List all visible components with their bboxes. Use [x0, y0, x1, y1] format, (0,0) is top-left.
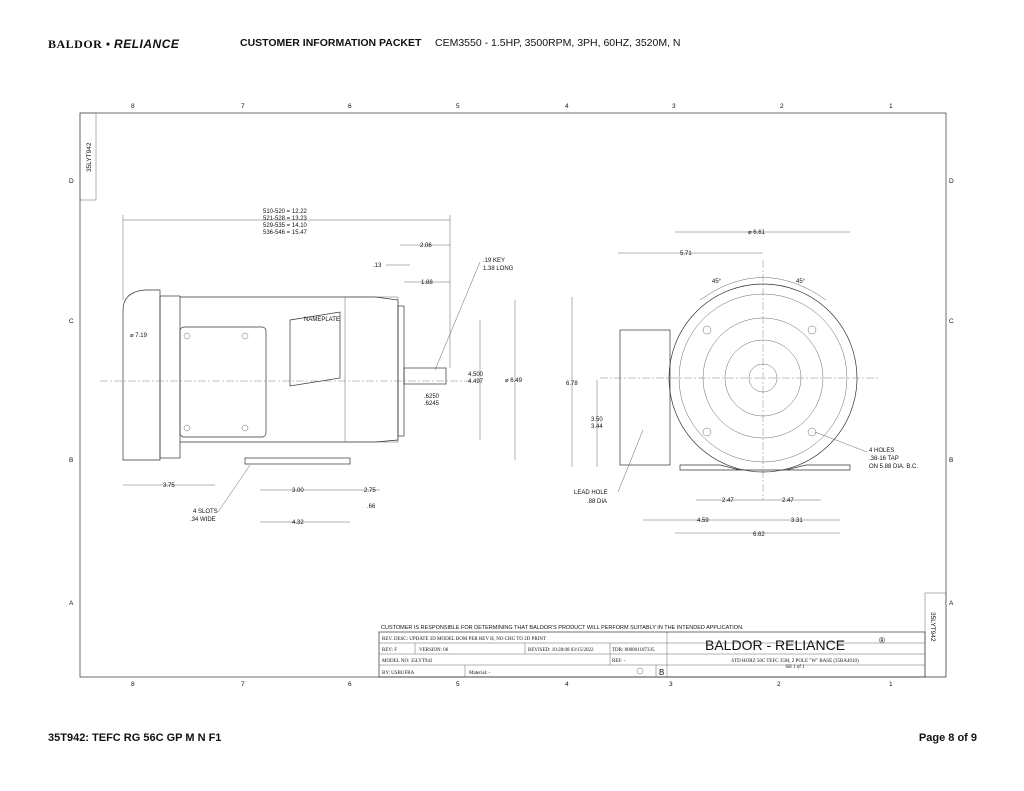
rev: REV: F [382, 648, 397, 653]
zone-letter: D [69, 178, 74, 185]
title-block: CUSTOMER IS RESPONSIBLE FOR DETERMINING … [378, 625, 926, 678]
product-description: CEM3550 - 1.5HP, 3500RPM, 3PH, 60HZ, 352… [435, 37, 681, 49]
zone-number: 3 [672, 103, 676, 110]
angle-label: 45° [796, 279, 806, 285]
sheet-number: SH 1 of 1 [785, 665, 805, 670]
material: Material: - [469, 671, 491, 676]
dim-label: 4.59 [697, 518, 709, 524]
holes-bc-label: ON 5.88 DIA. B.C. [869, 464, 918, 470]
dim-label: 3.31 [791, 518, 803, 524]
zone-number: 5 [456, 103, 460, 110]
zone-number: 7 [241, 103, 245, 110]
dim-label: ⌀ 7.19 [130, 333, 148, 339]
zone-number: 5 [456, 681, 460, 688]
zone-letters: D C B A D C B A [69, 178, 954, 607]
dim-label: 2.06 [420, 243, 432, 249]
zone-number: 2 [777, 681, 781, 688]
drawing-description: STD HORZ 56C TEFC 35M, 2 POLE "W" BASE (… [731, 659, 859, 664]
dim-label: .6245 [424, 401, 440, 407]
logo-reliance: RELIANCE [114, 37, 180, 51]
dim-label: 3.00 [292, 488, 304, 494]
drawing-border [79, 112, 947, 678]
end-view-dimensions: ⌀ 6.61 5.71 45° 45° 6.78 3.50 3.44 LEAD … [566, 230, 918, 538]
zone-letter: B [69, 457, 73, 464]
dim-label: 3.75 [163, 483, 175, 489]
zone-letter: C [949, 318, 954, 325]
dim-label: .66 [367, 504, 376, 510]
holes-tap-label: .38-16 TAP [869, 456, 899, 462]
sheet-size: B [659, 668, 664, 677]
dim-label: 1.88 [421, 280, 433, 286]
dim-label: 2.47 [782, 498, 794, 504]
key-length-label: 1.38 LONG [483, 266, 514, 272]
drawn-by: BY: USBUFRA [382, 671, 415, 676]
length-table-row: 529-535 = 14.10 [263, 223, 308, 229]
zone-number: 4 [565, 681, 569, 688]
length-table-row: 536-546 = 15.47 [263, 230, 308, 236]
zone-letter: D [949, 178, 954, 185]
dim-label: 6.62 [753, 532, 765, 538]
page-number: Page 8 of 9 [918, 732, 977, 744]
dim-label: 4.500 [468, 372, 484, 378]
customer-notice: CUSTOMER IS RESPONSIBLE FOR DETERMINING … [381, 625, 744, 631]
motor-side-view: NAMEPLATE [100, 289, 470, 465]
zone-number: 3 [669, 681, 673, 688]
company-name: BALDOR - RELIANCE [705, 637, 845, 653]
zone-number: 1 [889, 681, 893, 688]
dim-label: ⌀ 6.49 [505, 378, 523, 384]
registered-mark: ® [879, 636, 885, 645]
drawing-number-top: 35LYT942 [86, 142, 93, 172]
slots-label: 4 SLOTS [193, 509, 218, 515]
zone-number: 8 [131, 681, 135, 688]
dim-label: .6250 [424, 394, 440, 400]
length-table-row: 521-528 = 13.23 [263, 216, 308, 222]
zone-numbers-top: 8 7 6 5 4 3 2 1 [131, 103, 893, 110]
motor-end-view [600, 260, 880, 500]
revised-date: REVISED: 10:28:08 03/15/2022 [528, 648, 594, 653]
dim-label: ⌀ 6.61 [748, 230, 766, 236]
zone-number: 6 [348, 681, 352, 688]
zone-number: 7 [241, 681, 245, 688]
zone-letter: A [949, 600, 954, 607]
length-table-row: 510-520 = 12.22 [263, 209, 308, 215]
dim-label: 5.71 [680, 251, 692, 257]
version: VERSION: 06 [419, 648, 449, 653]
lead-hole-label: LEAD HOLE [574, 490, 608, 496]
model-number: MODEL NO: 35LYT942 [382, 659, 433, 664]
lead-hole-dia-label: .88 DIA [587, 499, 607, 505]
tdr: TDR: 000001187335 [612, 648, 655, 653]
zone-number: 8 [131, 103, 135, 110]
angle-label: 45° [712, 279, 722, 285]
zone-number: 2 [780, 103, 784, 110]
footer-model: 35T942: TEFC RG 56C GP M N F1 [48, 732, 222, 744]
projection-symbol-icon [636, 667, 644, 675]
logo-baldor: BALDOR [48, 37, 103, 51]
zone-letter: B [949, 457, 953, 464]
side-view-dimensions: 510-520 = 12.22 521-528 = 13.23 529-535 … [122, 209, 523, 526]
dim-label: .13 [373, 263, 382, 269]
drawing-number-side: 35LYT942 [929, 612, 936, 642]
zone-number: 6 [348, 103, 352, 110]
dim-label: 2.75 [364, 488, 376, 494]
zone-numbers-bottom: 8 7 6 5 4 3 2 1 [131, 681, 893, 688]
zone-letter: C [69, 318, 74, 325]
dim-label: 4.32 [292, 520, 304, 526]
zone-number: 1 [889, 103, 893, 110]
dim-label: 6.78 [566, 381, 578, 387]
packet-title: CUSTOMER INFORMATION PACKET [240, 37, 422, 49]
baldor-reliance-logo: BALDOR • RELIANCE [48, 37, 180, 51]
slots-width-label: .34 WIDE [190, 517, 216, 523]
dim-label: 2.47 [722, 498, 734, 504]
dim-label: 4.497 [468, 379, 484, 385]
dim-label: 3.44 [591, 424, 603, 430]
ref: REF: - [612, 659, 626, 664]
key-label: .19 KEY [483, 258, 505, 264]
zone-number: 4 [565, 103, 569, 110]
holes-label: 4 HOLES [869, 448, 894, 454]
zone-letter: A [69, 600, 74, 607]
nameplate-label: NAMEPLATE [304, 317, 340, 323]
drawing-number-box [79, 112, 97, 201]
dim-label: 3.50 [591, 417, 603, 423]
rev-desc: REV. DESC: UPDATE 3D MODEL BOM PER REV H… [382, 637, 546, 642]
